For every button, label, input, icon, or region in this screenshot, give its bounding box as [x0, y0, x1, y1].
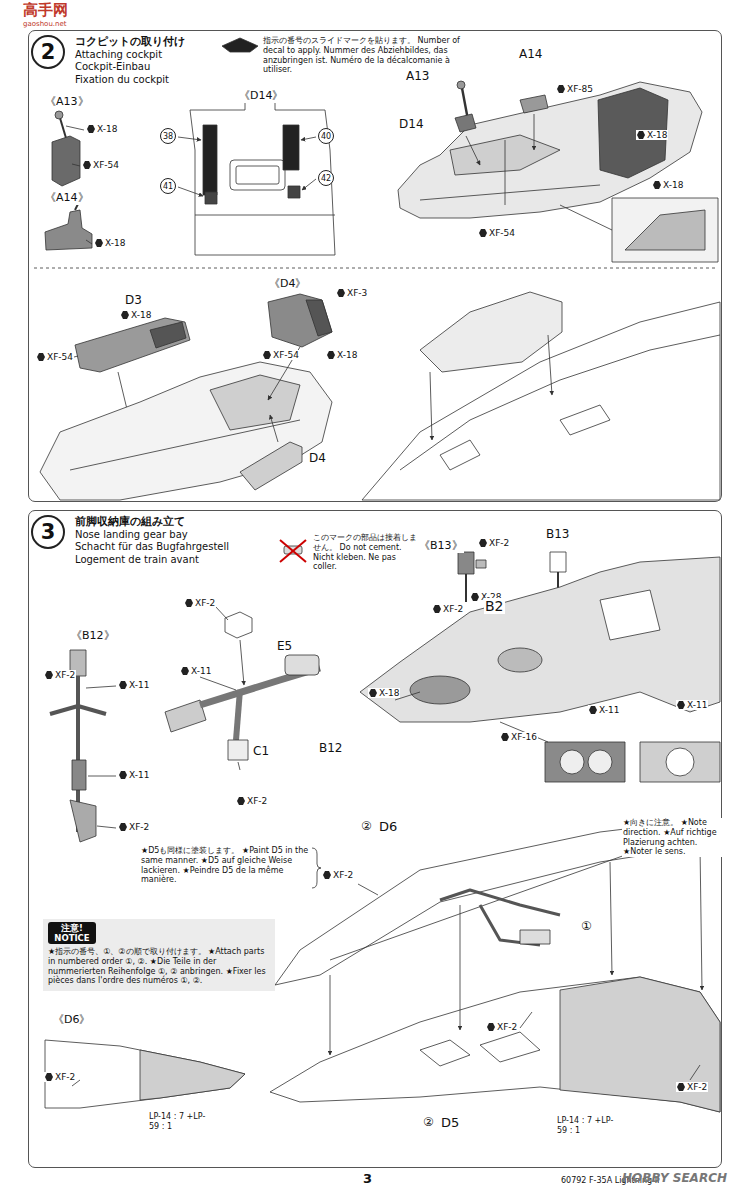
part-label: A14 — [518, 48, 543, 62]
part-label: E5 — [276, 640, 293, 654]
paint-code: XF-2 — [118, 822, 150, 832]
paint-code: X-18 — [86, 124, 118, 134]
paint-code: XF-85 — [556, 84, 594, 94]
part-label: ② — [360, 820, 373, 834]
paint-code: XF-2 — [486, 1022, 518, 1032]
notice-box: 注意! NOTICE ★指示の番号、①、②の順で取り付けます。 ★Attach p… — [43, 919, 275, 991]
body-text: Logement de train avant — [75, 554, 335, 567]
body-text: Nose landing gear bay — [75, 529, 335, 542]
paint-code: XF-54 — [82, 160, 120, 170]
part-label: B13 — [545, 528, 571, 542]
instruction-note: LP-14 : 7 +LP-59 : 1 — [556, 1116, 616, 1136]
paint-code: XF-2 — [44, 670, 76, 680]
decal-number: 40 — [318, 128, 334, 144]
paint-code: XF-2 — [478, 538, 510, 548]
paint-code: XF-2 — [676, 1082, 708, 1092]
paint-code: X-11 — [588, 705, 620, 715]
instruction-note: LP-14 : 7 +LP-59 : 1 — [148, 1112, 208, 1132]
part-label: B2 — [484, 598, 505, 614]
part-label: D3 — [124, 294, 143, 308]
paint-code: XF-2 — [322, 870, 354, 880]
part-label: D4 — [308, 452, 327, 466]
part-label: 《D6》 — [52, 1014, 91, 1027]
paint-code: XF-54 — [36, 352, 74, 362]
part-label: ② — [422, 1116, 435, 1130]
paint-code: X-18 — [326, 350, 358, 360]
heading-text: 前脚収納庫の組み立て — [75, 515, 335, 529]
part-label: C1 — [252, 745, 270, 759]
watermark: HOBBY SEARCH — [621, 1172, 728, 1186]
page-number: 3 — [362, 1172, 373, 1187]
paint-code: X-11 — [118, 680, 150, 690]
body-text: ★指示の番号、①、②の順で取り付けます。 ★Attach parts in nu… — [48, 947, 270, 985]
instruction-note: ★D5も同様に塗装します。 ★Paint D5 in the same mann… — [140, 846, 310, 885]
paint-code: X-11 — [676, 700, 708, 710]
part-label: B12 — [318, 742, 344, 756]
instruction-note: このマークの部品は接着しません。 Do not cement. Nicht kl… — [312, 533, 422, 572]
heading-text: 2 — [33, 37, 63, 67]
paint-code: XF-2 — [236, 796, 268, 806]
paint-code: X-11 — [180, 666, 212, 676]
title-block: 前脚収納庫の組み立てNose landing gear baySchacht f… — [75, 515, 335, 566]
step-number: 2 — [31, 35, 65, 69]
paint-code: XF-54 — [262, 350, 300, 360]
paint-code: XF-54 — [478, 228, 516, 238]
paint-code: X-18 — [368, 688, 400, 698]
paint-code: X-18 — [652, 180, 684, 190]
decal-number: 38 — [160, 128, 176, 144]
paint-code: XF-3 — [336, 288, 368, 298]
paint-code: XF-16 — [500, 732, 538, 742]
watermark: gaoshou.net — [22, 20, 68, 28]
part-label: 《B12》 — [70, 630, 116, 643]
paint-code: XF-2 — [184, 598, 216, 608]
part-label: 《D4》 — [268, 278, 307, 291]
part-label: A13 — [405, 70, 430, 84]
paint-code: X-18 — [120, 310, 152, 320]
part-label: 《B13》 — [418, 540, 464, 553]
decal-number: 42 — [318, 170, 334, 186]
part-label: ① — [580, 920, 593, 934]
part-label: 《D14》 — [238, 90, 284, 103]
part-label: 《A14》 — [44, 192, 90, 205]
decal-number: 41 — [160, 178, 176, 194]
paint-code: XF-2 — [44, 1072, 76, 1082]
body-text: Fixation du cockpit — [75, 74, 335, 87]
instruction-note: ★向きに注意。 ★Note direction. ★Auf richtige P… — [622, 818, 724, 857]
paint-code: X-18 — [94, 238, 126, 248]
body-text: Schacht für das Bugfahrgestell — [75, 541, 335, 554]
part-label: D5 — [440, 1116, 460, 1131]
step-panel: 前脚収納庫の組み立てNose landing gear baySchacht f… — [28, 510, 722, 1168]
step-panel: コクピットの取り付けAttaching cockpitCockpit-Einba… — [28, 30, 722, 502]
instruction-note: 指示の番号のスライドマークを貼ります。 Number of decal to a… — [262, 36, 464, 75]
paint-code: X-11 — [118, 770, 150, 780]
heading-text: 注意! NOTICE — [48, 922, 96, 944]
part-label: D14 — [398, 118, 425, 132]
paint-code: XF-2 — [432, 604, 464, 614]
part-label: 《A13》 — [44, 96, 90, 109]
part-label: D6 — [378, 820, 398, 835]
heading-text: 3 — [33, 517, 63, 547]
paint-code: X-18 — [636, 130, 668, 140]
watermark: 高手网 — [22, 2, 69, 19]
step-number: 3 — [31, 515, 65, 549]
